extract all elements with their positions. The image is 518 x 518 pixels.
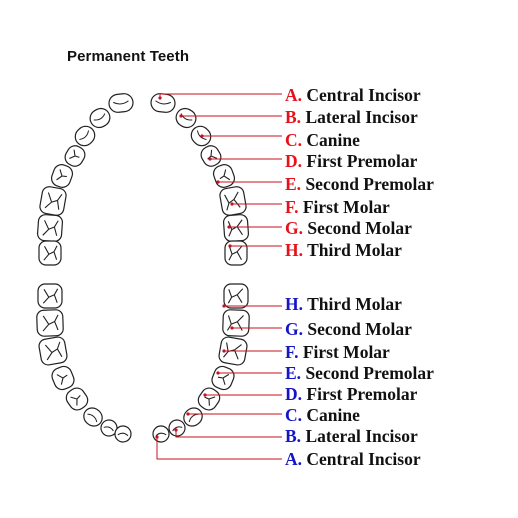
upper-leader-line-2-dot: [200, 134, 204, 138]
lower-right-lateral-incisor-tooth: [168, 419, 186, 437]
lower-right-second-molar-tooth: [222, 309, 250, 337]
lower-right-central-incisor-tooth: [152, 425, 170, 443]
lower-left-second-molar-tooth: [36, 309, 64, 337]
lower-label-first-molar: F. First Molar: [285, 342, 390, 362]
upper-label-central-incisor: A. Central Incisor: [285, 85, 421, 105]
lower-leader-line-5-dot: [186, 412, 190, 416]
upper-leader-line-6-dot: [227, 225, 231, 229]
upper-label-lateral-incisor: B. Lateral Incisor: [285, 107, 418, 127]
upper-left-third-molar-tooth: [38, 240, 62, 266]
teeth-layer: [36, 93, 250, 443]
upper-leader-line-0-dot: [158, 96, 162, 100]
lower-left-central-incisor-tooth: [114, 425, 132, 443]
upper-left-central-incisor-tooth: [108, 93, 134, 113]
lower-left-first-premolar-tooth: [65, 387, 89, 411]
upper-leader-line-4-dot: [216, 180, 220, 184]
upper-right-central-incisor-tooth: [150, 93, 176, 113]
lower-left-second-premolar-tooth: [51, 365, 75, 391]
upper-left-canine-tooth: [74, 125, 96, 147]
lower-leader-line-3-dot: [216, 371, 220, 375]
upper-leader-line-3-dot: [208, 157, 212, 161]
upper-leader-line-7-dot: [228, 244, 232, 248]
lower-leader-line-0-dot: [222, 304, 226, 308]
lower-leader-line-2-dot: [222, 349, 226, 353]
upper-label-first-premolar: D. First Premolar: [285, 151, 418, 171]
upper-left-first-molar-tooth: [39, 186, 67, 216]
lower-leader-line-4-dot: [203, 393, 207, 397]
lower-label-central-incisor: A. Central Incisor: [285, 449, 421, 469]
lower-right-third-molar-tooth: [223, 283, 249, 309]
lower-left-canine-tooth: [83, 407, 103, 427]
upper-left-lateral-incisor-tooth: [89, 107, 111, 129]
lower-right-first-premolar-tooth: [197, 387, 221, 411]
lower-right-second-premolar-tooth: [211, 365, 235, 391]
lower-leader-line-6-dot: [174, 428, 178, 432]
lower-label-first-premolar: D. First Premolar: [285, 384, 418, 404]
lower-leader-line-6: [175, 430, 282, 438]
lower-label-second-premolar: E. Second Premolar: [285, 363, 434, 383]
lower-label-canine: C. Canine: [285, 405, 360, 425]
upper-left-second-premolar-tooth: [50, 164, 74, 188]
lower-leader-line-1-dot: [230, 326, 234, 330]
lower-left-third-molar-tooth: [37, 283, 63, 309]
upper-label-first-molar: F. First Molar: [285, 197, 390, 217]
lower-leader-line-7: [156, 437, 282, 460]
lower-left-first-molar-tooth: [38, 336, 68, 366]
lower-left-lateral-incisor-tooth: [100, 419, 118, 437]
upper-leader-line-5-dot: [230, 202, 234, 206]
upper-right-second-premolar-tooth: [212, 164, 236, 188]
upper-label-second-premolar: E. Second Premolar: [285, 174, 434, 194]
upper-right-third-molar-tooth: [224, 240, 248, 266]
lower-label-second-molar: G. Second Molar: [285, 319, 412, 339]
upper-label-second-molar: G. Second Molar: [285, 218, 412, 238]
lower-label-third-molar: H. Third Molar: [285, 294, 402, 314]
lower-leader-line-7-dot: [155, 435, 159, 439]
upper-right-first-molar-tooth: [219, 186, 247, 216]
diagram-title: Permanent Teeth: [67, 48, 190, 65]
upper-right-second-molar-tooth: [222, 214, 250, 242]
upper-label-third-molar: H. Third Molar: [285, 240, 402, 260]
upper-left-first-premolar-tooth: [64, 145, 86, 167]
upper-leader-line-0: [159, 93, 282, 98]
upper-right-lateral-incisor-tooth: [175, 107, 197, 129]
upper-left-second-molar-tooth: [36, 214, 64, 242]
upper-label-canine: C. Canine: [285, 130, 360, 150]
upper-leader-line-1-dot: [179, 114, 183, 118]
leader-lines-layer: [155, 93, 282, 460]
lower-label-lateral-incisor: B. Lateral Incisor: [285, 426, 418, 446]
upper-right-first-premolar-tooth: [200, 145, 222, 167]
